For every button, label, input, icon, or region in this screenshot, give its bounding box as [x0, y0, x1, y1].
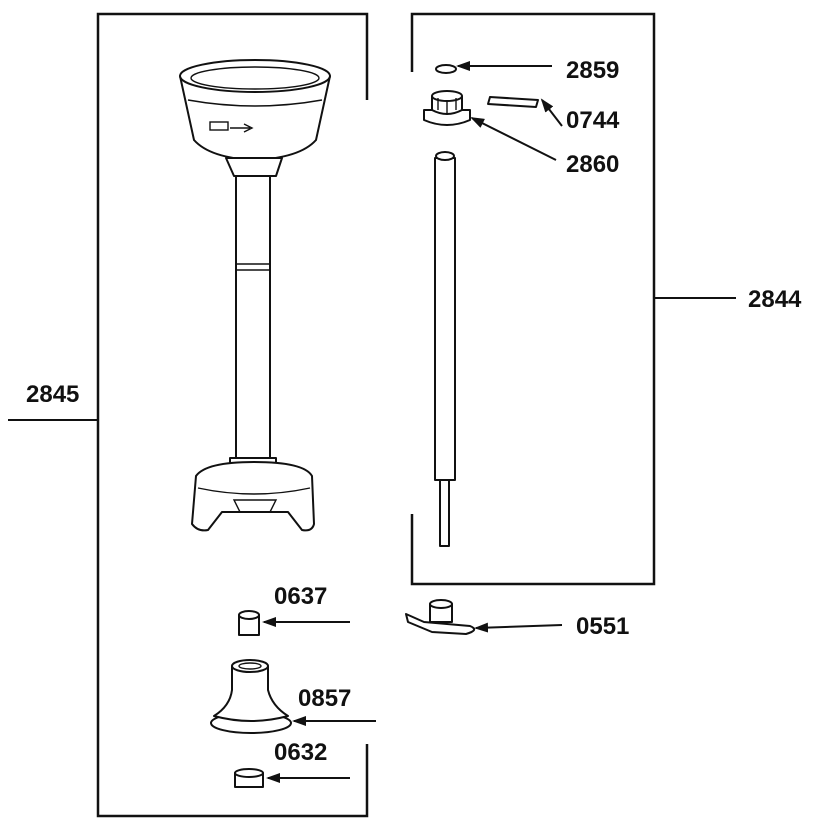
part-0857-bell-housing: [210, 659, 292, 734]
label-2859: 2859: [566, 57, 619, 84]
label-0857: 0857: [298, 685, 351, 712]
label-0632: 0632: [274, 739, 327, 766]
part-2859-washer: [435, 64, 457, 74]
label-0744: 0744: [566, 107, 620, 134]
arrow-0744: [540, 98, 563, 127]
part-2860-coupling: [423, 90, 471, 126]
part-0632-ring: [234, 768, 264, 788]
drive-shaft: [434, 151, 456, 547]
blender-shaft-housing: [179, 59, 331, 532]
label-2844: 2844: [748, 286, 802, 313]
label-2845: 2845: [26, 381, 79, 408]
part-0744-pin: [487, 96, 539, 108]
frame-2845: [96, 12, 369, 818]
part-0637-bushing: [238, 610, 260, 636]
arrow-2860: [470, 117, 557, 161]
label-2860: 2860: [566, 151, 619, 178]
label-0637: 0637: [274, 583, 327, 610]
label-0551: 0551: [576, 613, 629, 640]
part-0551-blade: [405, 599, 476, 635]
arrow-0551: [474, 622, 563, 633]
